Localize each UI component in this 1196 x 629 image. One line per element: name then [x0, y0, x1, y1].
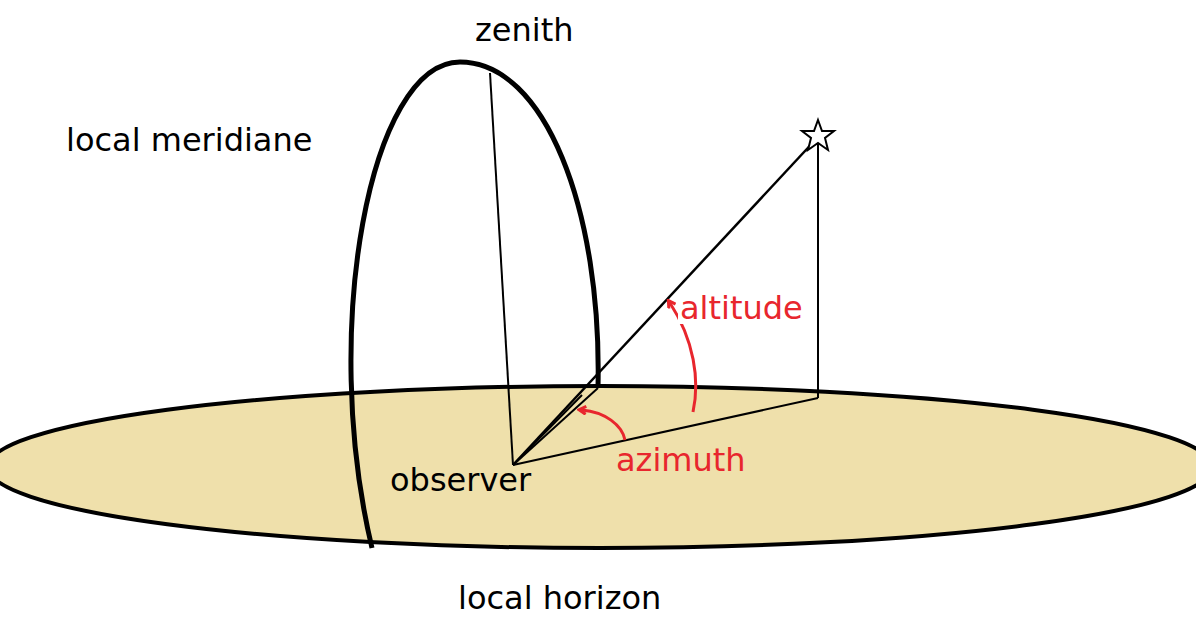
azimuth-label: azimuth	[616, 444, 746, 476]
azimuth-arc	[582, 410, 625, 440]
zenith-line	[490, 73, 513, 465]
meridian-arc	[351, 62, 598, 548]
star-sightline	[513, 137, 818, 465]
north-line	[513, 388, 598, 465]
horizon-plane	[0, 386, 1196, 548]
observer-label: observer	[390, 464, 531, 496]
star-symbol	[802, 120, 834, 150]
meridian-label: local meridiane	[66, 124, 312, 156]
star-drop-line	[817, 140, 819, 398]
zenith-label: zenith	[475, 14, 573, 46]
altitude-label: altitude	[678, 292, 805, 324]
horizon-label: local horizon	[458, 582, 661, 614]
